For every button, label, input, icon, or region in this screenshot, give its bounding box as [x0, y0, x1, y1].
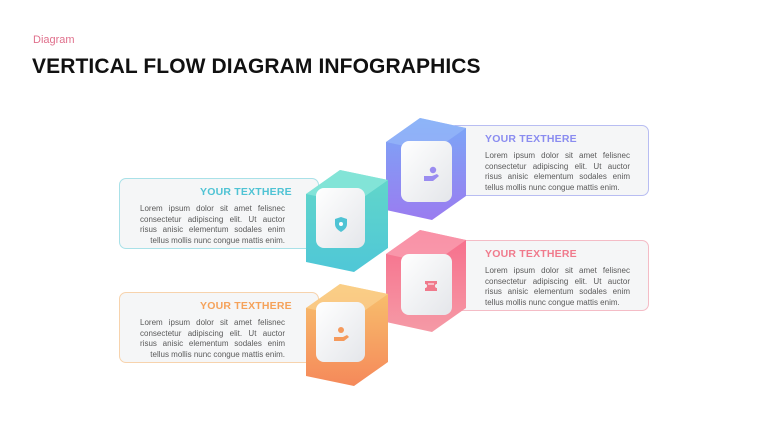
tile-step-4	[306, 284, 388, 386]
step-card-2: YOUR TEXTHERE Lorem ipsum dolor sit amet…	[119, 178, 319, 249]
page-title: VERTICAL FLOW DIAGRAM INFOGRAPHICS	[32, 55, 481, 78]
person-hand-icon	[334, 327, 349, 341]
step-card-4-body: Lorem ipsum dolor sit amet felisnec cons…	[140, 318, 285, 359]
step-card-3-title: YOUR TEXTHERE	[485, 248, 577, 260]
step-card-3: YOUR TEXTHERE Lorem ipsum dolor sit amet…	[449, 240, 649, 311]
step-card-4-title: YOUR TEXTHERE	[200, 300, 292, 312]
eyebrow-label: Diagram	[33, 34, 75, 46]
tile-step-3	[386, 230, 466, 332]
tile-step-1	[386, 118, 466, 220]
step-card-1: YOUR TEXTHERE Lorem ipsum dolor sit amet…	[449, 125, 649, 196]
step-card-3-body: Lorem ipsum dolor sit amet felisnec cons…	[485, 266, 630, 307]
step-card-1-title: YOUR TEXTHERE	[485, 133, 577, 145]
step-card-1-body: Lorem ipsum dolor sit amet felisnec cons…	[485, 151, 630, 192]
ticket-icon	[425, 281, 437, 291]
step-card-2-body: Lorem ipsum dolor sit amet felisnec cons…	[140, 204, 285, 245]
tile-step-2	[306, 170, 388, 272]
step-card-4: YOUR TEXTHERE Lorem ipsum dolor sit amet…	[119, 292, 319, 363]
hand-holding-icon	[424, 166, 439, 181]
shield-icon	[335, 217, 347, 232]
step-card-2-title: YOUR TEXTHERE	[200, 186, 292, 198]
